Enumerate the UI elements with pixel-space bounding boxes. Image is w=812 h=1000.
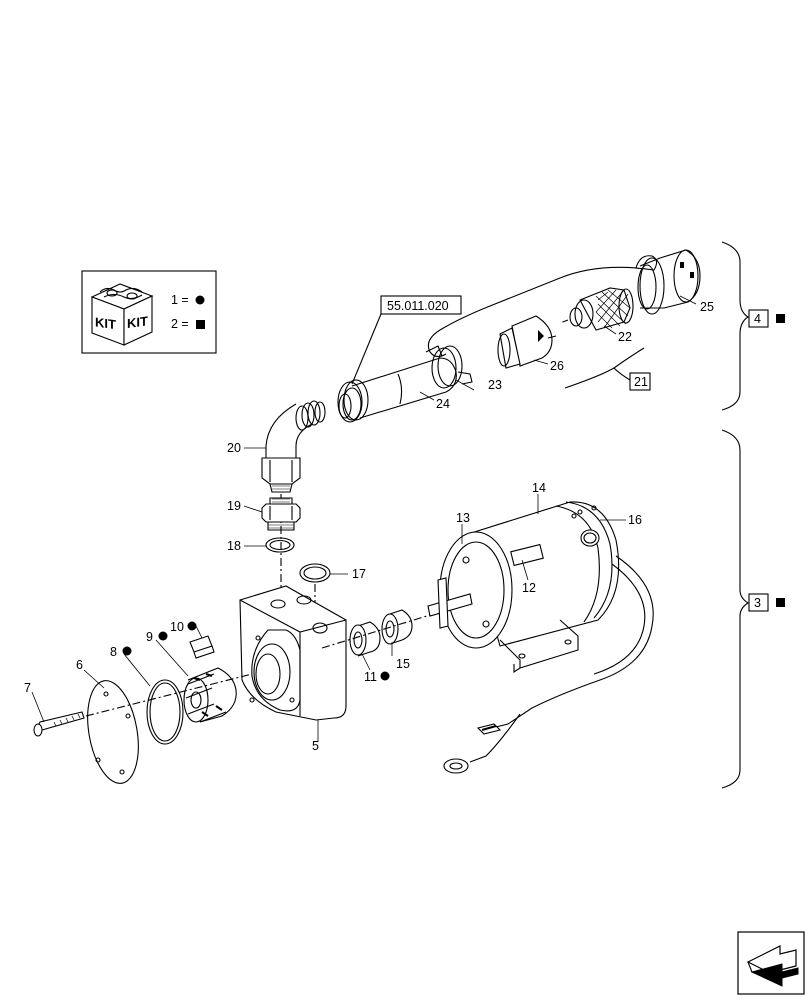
reference-box[interactable]: 55.011.020 [351,295,462,385]
kit-legend: KIT KIT 1 = 2 = [81,270,217,354]
callout-8: 8 [110,645,117,659]
kit-legend-line2: 2 = [171,317,189,331]
callout-12: 12 [522,581,536,595]
group-label-4[interactable]: 4 [748,309,785,328]
kit-1-circle-marker [195,295,205,305]
kit-legend-line1: 1 = [171,293,189,307]
group-brace-3 [721,429,750,789]
part-23-hose-clamp [425,345,473,389]
callout-22: 22 [618,330,632,344]
part-19-adapter [261,497,301,531]
part-20-elbow [261,400,326,493]
group-label-3[interactable]: 3 [748,593,785,612]
kit-label-right: KIT [127,313,148,331]
part-8-o-ring [146,679,184,745]
part-5-pump-housing [239,585,347,721]
callout-17: 17 [352,567,366,581]
callout-9: 9 [146,630,153,644]
group-brace-4 [721,241,750,411]
part-24-hose [338,357,457,421]
part-18-o-ring [265,537,295,553]
ground-wire [427,255,658,358]
kit-2-square-marker [196,320,205,329]
callout-24: 24 [436,397,450,411]
part-7-screw [33,711,85,737]
centerline-shaft [321,611,441,649]
callout-23: 23 [488,378,502,392]
part-15-bushing [381,609,413,645]
kit-label-left: KIT [95,314,116,332]
svg-text:4: 4 [754,312,761,326]
next-page-arrow-icon[interactable] [737,931,805,995]
hose-clamp-lower [337,379,369,423]
part-25-outlet-pipe [637,249,701,315]
callout-25: 25 [700,300,714,314]
callout-13: 13 [456,511,470,525]
part-11-bushing [349,621,381,657]
svg-text:3: 3 [754,596,761,610]
part-10-key [189,635,215,659]
part-9-impeller [183,667,237,723]
leader-lines [31,295,697,742]
callout-10: 10 [170,620,184,634]
callout-11-circle-marker [380,671,390,681]
part-22-strainer [559,287,634,331]
kit-box-icon: KIT KIT [90,283,154,346]
callout-20: 20 [227,441,241,455]
callout-9-circle-marker [158,631,168,641]
callouts: 5 6 7 8 9 10 11 12 13 14 15 16 17 18 19 … [24,300,714,753]
group-4-square-marker [776,314,785,323]
svg-text:21: 21 [634,375,648,389]
callout-14: 14 [532,481,546,495]
part-17-o-ring [299,563,331,583]
part-26-fitting [497,315,557,369]
callout-26: 26 [550,359,564,373]
callout-18: 18 [227,539,241,553]
centerline-pump-axis [85,673,253,717]
reference-box-label: 55.011.020 [387,299,449,313]
group-3-square-marker [776,598,785,607]
callout-15: 15 [396,657,410,671]
group-label-21[interactable]: 21 [564,347,651,391]
part-6-cover-plate [87,680,139,784]
callout-10-circle-marker [187,621,197,631]
part-14-electric-motor [427,501,654,774]
callout-8-circle-marker [122,646,132,656]
callout-5: 5 [312,739,319,753]
callout-19: 19 [227,499,241,513]
callout-11: 11 [364,670,377,684]
callout-6: 6 [76,658,83,672]
callout-7: 7 [24,681,31,695]
callout-16: 16 [628,513,642,527]
kit-markers [122,621,390,681]
